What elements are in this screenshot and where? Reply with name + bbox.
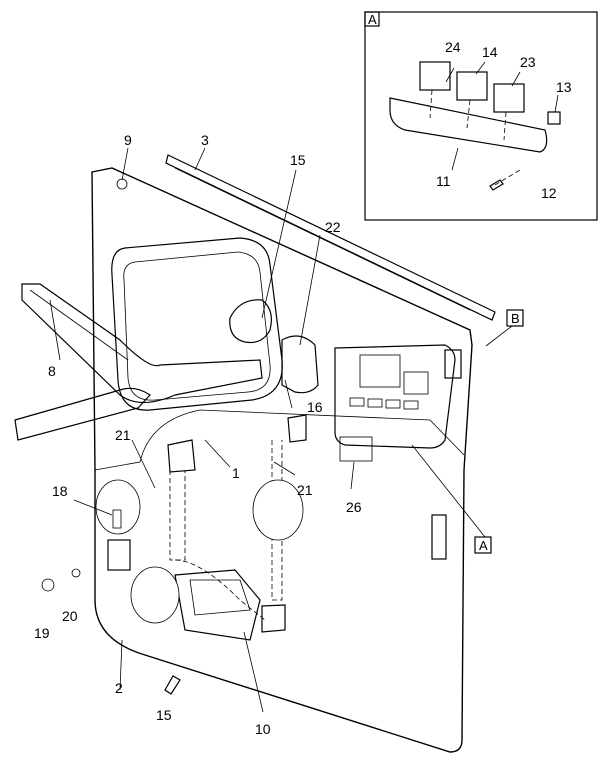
callout-11: 11 (436, 173, 451, 189)
callout-1: 1 (232, 465, 240, 481)
access-holes (95, 479, 304, 624)
callout-18: 18 (52, 483, 68, 499)
switch-bezel (334, 344, 456, 449)
callout-9: 9 (124, 132, 132, 148)
callout-8: 8 (48, 363, 56, 379)
label-plate (339, 436, 373, 462)
window-opening (111, 237, 283, 411)
fasteners (41, 178, 181, 695)
callout-2: 2 (115, 680, 123, 696)
pull-cup (229, 299, 272, 344)
svg-text:A: A (479, 538, 488, 553)
callout-15-lower: 15 (156, 707, 172, 723)
callout-13: 13 (556, 79, 572, 95)
door-pull-bracket (281, 335, 319, 394)
callouts: 9 3 15 22 8 16 21 1 21 18 26 19 20 2 15 … (34, 39, 572, 737)
detail-a-box: A (364, 11, 598, 221)
svg-text:B: B (511, 311, 520, 326)
lock-actuator (107, 509, 131, 571)
callout-24: 24 (445, 39, 461, 55)
callout-10: 10 (255, 721, 271, 737)
callout-20: 20 (62, 608, 78, 624)
latch-mechanism (174, 569, 286, 641)
callout-14: 14 (482, 44, 498, 60)
leader-lines (49, 61, 559, 713)
hinge-bracket (431, 349, 462, 560)
window-trim-strip (165, 154, 496, 321)
callout-26: 26 (346, 499, 362, 515)
callout-22: 22 (325, 219, 341, 235)
ref-box-b: B (506, 309, 524, 327)
detail-a-title: A (368, 12, 377, 27)
door-panel (91, 167, 473, 753)
callout-3: 3 (201, 132, 209, 148)
callout-21-left: 21 (115, 427, 131, 443)
callout-12: 12 (541, 185, 557, 201)
ref-box-a: A (474, 536, 492, 554)
callout-15-upper: 15 (290, 152, 306, 168)
callout-16: 16 (307, 399, 323, 415)
callout-19: 19 (34, 625, 50, 641)
callout-21-right: 21 (297, 482, 313, 498)
bracket-clips (167, 414, 307, 473)
callout-23: 23 (520, 54, 536, 70)
armrest-handle (14, 283, 263, 441)
